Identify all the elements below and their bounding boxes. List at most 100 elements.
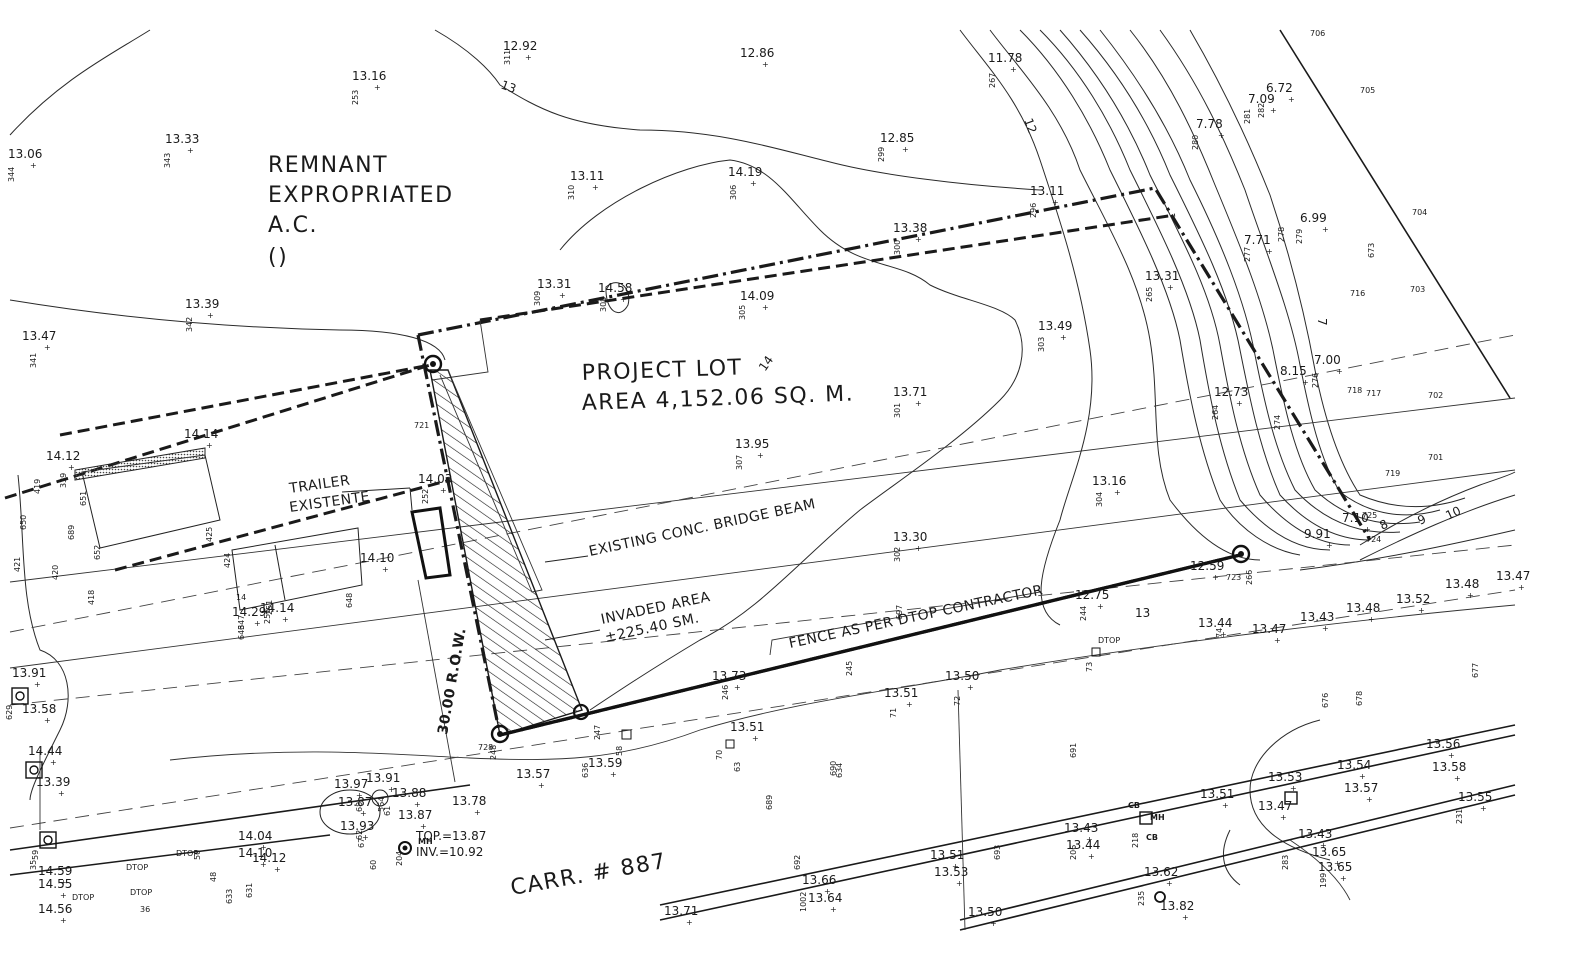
structures	[39, 447, 456, 830]
spot-elevation: 14.09	[740, 289, 774, 303]
spot-elevation-cross: +	[1368, 615, 1375, 624]
mh-label-2: MH	[1150, 813, 1165, 822]
spot-elevation-cross: +	[274, 865, 281, 874]
spot-elevation-cross: +	[915, 544, 922, 553]
fence-label: FENCE AS PER DTOP CONTRACTOR	[788, 582, 1045, 652]
point-number: 277	[1243, 247, 1252, 262]
spot-elevation: 13.51	[884, 686, 918, 700]
spot-elevation: 13.54	[1337, 758, 1371, 772]
point-number: 631	[245, 883, 254, 898]
spot-elevation: 13.62	[1144, 865, 1178, 879]
spot-elevation-cross: +	[952, 862, 959, 871]
dtop-label-3: DTOP	[176, 849, 198, 858]
row-label: 30.00 R.O.W.	[435, 627, 470, 736]
point-number: 339	[59, 473, 68, 488]
spot-elevation-cross: +	[1336, 367, 1343, 376]
invaded-area-hatch	[429, 369, 583, 736]
spot-elevation-cross: +	[752, 734, 759, 743]
road-label: CARR. # 887	[509, 849, 669, 901]
spot-elevation-cross: +	[1364, 525, 1371, 534]
point-number: 721	[414, 421, 429, 430]
point-number: 677	[1471, 663, 1480, 678]
spot-elevation-cross: +	[1010, 65, 1017, 74]
spot-elevation-cross: +	[1467, 591, 1474, 600]
spot-elevation: 13.55	[1458, 790, 1492, 804]
point-number: 71	[889, 708, 898, 718]
point-number: 703	[1410, 285, 1425, 294]
spot-elevation-cross: +	[1182, 913, 1189, 922]
spot-elevation-cross: +	[1320, 841, 1327, 850]
spot-elevation: 14.56	[38, 902, 72, 916]
spot-elevation-cross: +	[356, 791, 363, 800]
spot-elevation: 13.48	[1346, 601, 1380, 615]
project-lot-title: PROJECT LOT	[581, 355, 743, 386]
spot-elevation-cross: +	[1366, 795, 1373, 804]
spot-elevation: 13.30	[893, 530, 927, 544]
spot-elevation-cross: +	[990, 919, 997, 928]
contour-label: 7	[1315, 318, 1329, 326]
spot-elevation-cross: +	[610, 770, 617, 779]
spot-elevation-cross: +	[58, 789, 65, 798]
point-number: 706	[1310, 29, 1325, 38]
spot-elevation: 14.58	[598, 281, 632, 295]
spot-elevation: 13.53	[1268, 770, 1302, 784]
spot-elevation: 13.11	[570, 169, 604, 183]
spot-elevation: 13.56	[1426, 737, 1460, 751]
dtop-label-2: DTOP	[126, 863, 148, 872]
point-number: 235	[1137, 891, 1146, 906]
point-number: 199	[1319, 873, 1328, 888]
spot-elevation-cross: +	[187, 146, 194, 155]
point-number: 70	[715, 750, 724, 760]
spot-elevation-cross: +	[1288, 95, 1295, 104]
spot-elevation: 14.19	[728, 165, 762, 179]
spot-elevation-cross: +	[592, 183, 599, 192]
spot-elevation: 13.53	[934, 865, 968, 879]
spot-elevation-cross: +	[362, 833, 369, 842]
point-number: 306	[729, 185, 738, 200]
spot-elevation-cross: +	[206, 441, 213, 450]
spot-elevation: 7.71	[1244, 233, 1271, 247]
spot-elevation: 14.59	[38, 864, 72, 878]
point-number: 647	[237, 615, 246, 630]
point-number: 218	[1131, 833, 1140, 848]
point-number: 68	[355, 802, 364, 812]
spot-elevation-cross: +	[34, 680, 41, 689]
spot-elevation-cross: +	[1454, 774, 1461, 783]
spot-elevation: 13.71	[664, 904, 698, 918]
spot-elevation: 13.47	[1258, 799, 1292, 813]
spot-elevation: 7.10	[1342, 511, 1369, 525]
point-number: 691	[1069, 743, 1078, 758]
point-number: 48	[209, 872, 218, 882]
spot-elevation: 13.39	[36, 775, 70, 789]
remnant-line-3: A.C.	[268, 213, 318, 238]
spot-elevation: 13.11	[1030, 184, 1064, 198]
point-number: 256	[263, 609, 272, 624]
contour-label: 12	[1021, 116, 1039, 135]
spot-elevation: 13.87	[398, 808, 432, 822]
spot-elevation: 13.91	[366, 771, 400, 785]
point-number: 673	[1367, 243, 1376, 258]
remnant-line-4: ()	[268, 245, 288, 270]
spot-elevation: 13.31	[1145, 269, 1179, 283]
point-number: 246	[721, 685, 730, 700]
spot-elevation-cross: +	[1334, 859, 1341, 868]
point-number: 62	[355, 830, 364, 840]
spot-elevation-cross: +	[1088, 852, 1095, 861]
spot-elevation: 13.88	[392, 786, 426, 800]
spot-elevation-cross: +	[474, 808, 481, 817]
spot-elevation-cross: +	[207, 311, 214, 320]
spot-elevation: 14.55	[38, 877, 72, 891]
point-number: 678	[1355, 691, 1364, 706]
point-number: 1002	[799, 892, 808, 912]
fence-line	[499, 553, 1241, 737]
spot-elevation-cross: +	[1060, 333, 1067, 342]
spot-elevation-cross: +	[1212, 573, 1219, 582]
spot-elevation: 13.95	[735, 437, 769, 451]
point-number: 719	[1385, 469, 1400, 478]
point-number: 629	[5, 705, 14, 720]
point-number: 61	[383, 806, 392, 816]
point-number: 280	[1191, 135, 1200, 150]
spot-elevation-cross: +	[1222, 801, 1229, 810]
spot-elevation: 13.82	[1160, 899, 1194, 913]
